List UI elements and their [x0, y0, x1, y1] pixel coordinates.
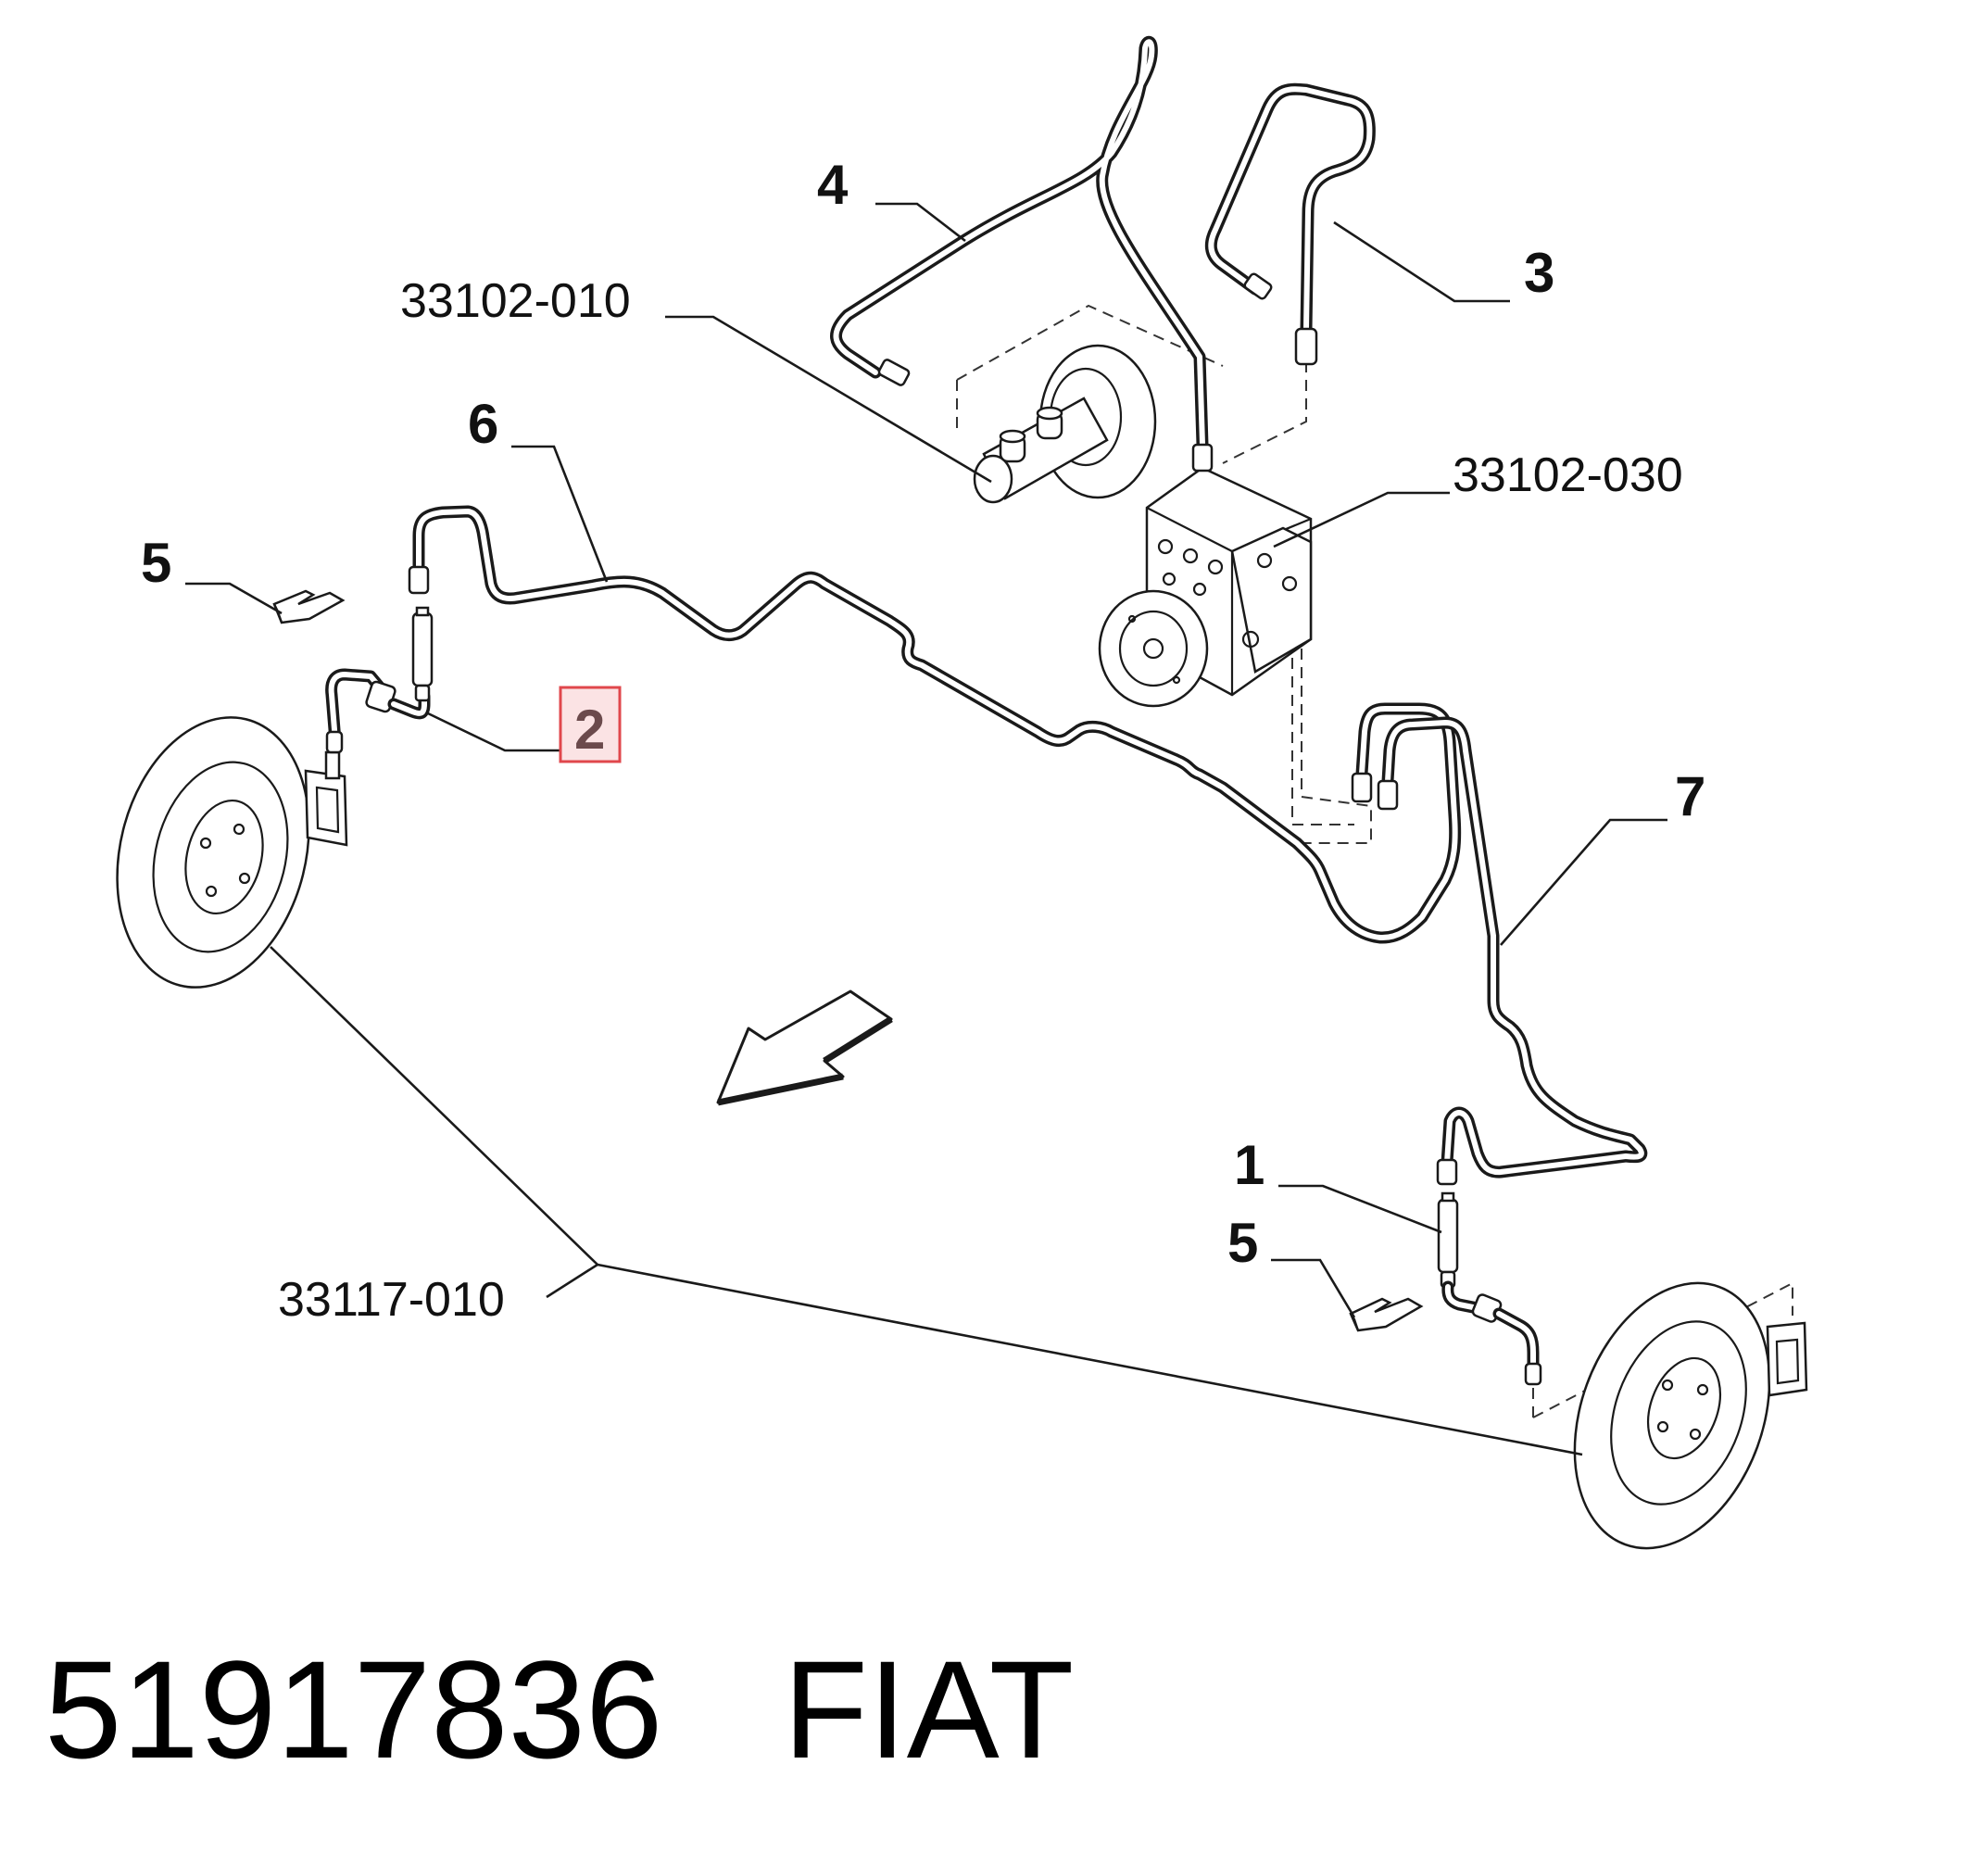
left-brake-disc: [116, 716, 348, 989]
callout-1: 1: [1234, 1134, 1265, 1196]
pipe-3: [1204, 82, 1376, 366]
callout-4: 4: [817, 154, 849, 216]
brake-pipe-exploded-diagram: 4 3 6 5 7 1 5 2 33102-010 33102-030 3311…: [116, 35, 1808, 1550]
callout-2-highlighted: 2: [559, 686, 622, 763]
callout-6: 6: [468, 393, 498, 455]
ref-brake-discs: 33117-010: [278, 1273, 505, 1327]
item-5-clip-right: [1349, 1297, 1424, 1332]
ref-master-cylinder: 33102-010: [400, 274, 631, 328]
callout-7: 7: [1675, 765, 1705, 827]
brand-name: FIAT: [783, 1632, 1075, 1787]
brake-servo-master-cylinder: [973, 344, 1157, 504]
leader-lines: [185, 202, 1667, 1456]
pipe-7: [1377, 716, 1648, 1186]
pipe-6: [408, 505, 1462, 944]
pipe-4: [830, 35, 1214, 473]
callout-5-left: 5: [141, 532, 171, 594]
right-brake-disc: [1573, 1281, 1808, 1550]
direction-arrow: [716, 989, 893, 1106]
part-number: 51917836: [44, 1632, 663, 1787]
item-2-left-brake-hose: [325, 606, 434, 754]
callout-2: 2: [574, 699, 605, 761]
ref-abs-unit: 33102-030: [1453, 448, 1683, 502]
abs-hydraulic-unit: [1098, 466, 1313, 708]
callout-3: 3: [1524, 242, 1554, 304]
item-1-right-brake-hose: [1437, 1191, 1542, 1386]
highlight-box: [559, 686, 622, 763]
callout-5-right: 5: [1227, 1212, 1258, 1274]
item-5-clip-left: [272, 589, 346, 624]
